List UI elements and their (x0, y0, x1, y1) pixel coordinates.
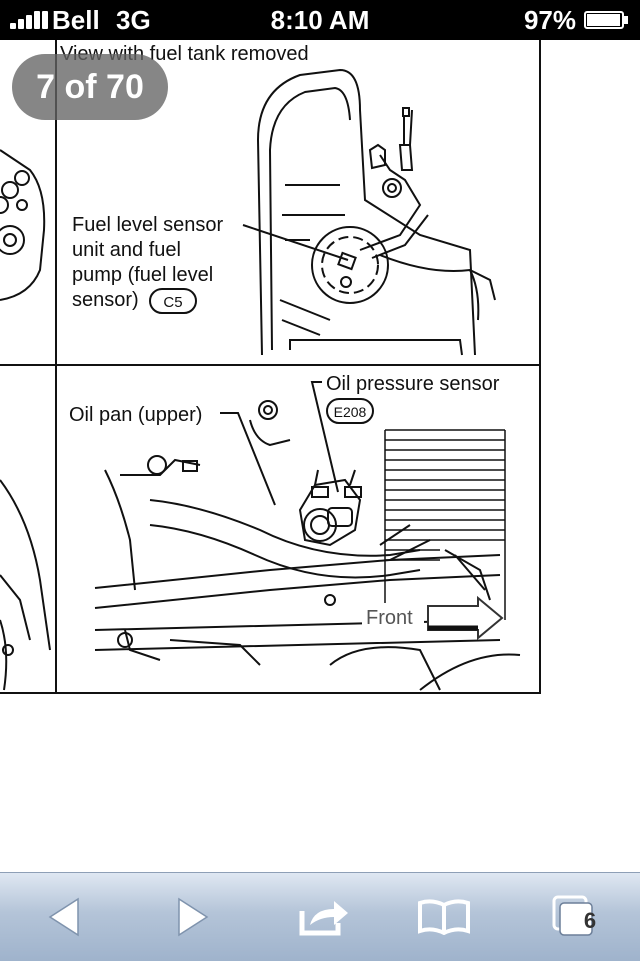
fuel-label-line-3: pump (fuel level (72, 264, 213, 286)
fuel-connector-label: C5 (163, 294, 182, 311)
forward-arrow-icon (178, 897, 209, 937)
safari-toolbar: 6 (0, 872, 640, 961)
image-counter: 7 of 70 (12, 54, 168, 120)
document-image[interactable]: View with fuel tank removed Fuel level s… (0, 40, 640, 872)
network-type: 3G (116, 5, 151, 35)
fuel-connector-badge (149, 288, 197, 314)
radiator-fins (384, 429, 506, 620)
front-label: Front (366, 607, 413, 629)
pages-count: 6 (583, 908, 597, 933)
clock: 8:10 AM (270, 5, 370, 35)
battery-icon (584, 11, 628, 29)
fuel-label-line-2: unit and fuel (72, 239, 181, 261)
fuel-leader-line (242, 224, 349, 261)
carrier-name: Bell (52, 5, 100, 35)
oil-pan-leader-line (220, 412, 276, 506)
wiring-diagram: View with fuel tank removed Fuel level s… (0, 40, 541, 694)
oil-pressure-leader-line (310, 381, 339, 493)
share-icon (299, 901, 348, 936)
pages-icon (552, 895, 593, 936)
pages-button[interactable]: 6 (532, 873, 612, 961)
bookmarks-icon (418, 899, 470, 935)
bookmarks-button[interactable] (404, 873, 484, 961)
battery-percent: 97% (523, 5, 576, 35)
back-button[interactable] (24, 873, 104, 961)
oil-pan-label: Oil pan (upper) (69, 404, 202, 426)
oil-pressure-label: Oil pressure sensor (326, 373, 500, 395)
status-bar: Bell 3G 8:10 AM 97% (0, 0, 640, 40)
left-partial-part-top (0, 149, 46, 301)
oil-pressure-connector-label: E208 (334, 404, 367, 420)
fuel-tank-drawing (256, 68, 496, 356)
share-button[interactable] (284, 873, 364, 961)
left-partial-part-bottom (0, 479, 51, 691)
forward-button[interactable] (153, 873, 233, 961)
engine-drawing (94, 400, 521, 691)
fuel-label-line-4: sensor) (72, 289, 139, 311)
oil-pressure-connector-badge (326, 398, 374, 424)
front-arrow-icon (427, 595, 504, 641)
fuel-label-line-1: Fuel level sensor (72, 214, 224, 236)
back-arrow-icon (48, 897, 79, 937)
